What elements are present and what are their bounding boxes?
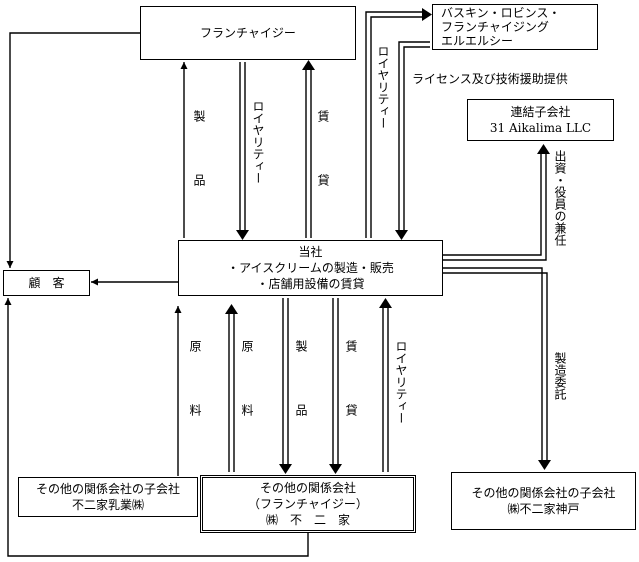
label-raw-material-1: 原 料 [188,340,202,436]
baskin-line-2: フランチャイジング [441,20,549,34]
franchisee-label: フランチャイジー [200,26,296,40]
edge-royalty-baskin-b [370,16,424,238]
company-line-1: 当社 [298,245,323,259]
company-line-3: ・店舗用設備の賃貸 [256,277,365,291]
consolidated-line-1: 連結子会社 [510,105,571,119]
arrowhead-lease-top [302,60,315,70]
arrowhead-manufacturing [538,460,551,470]
edge-investment-b [443,152,547,261]
fujiya-box: その他の関係会社 （フランチャイジー） ㈱ 不 二 家 [200,475,416,533]
label-royalty-top: ロイヤリティー [251,100,265,184]
company-box: 当社 ・アイスクリームの製造・販売 ・店舗用設備の賃貸 [178,240,443,296]
company-line-2: ・アイスクリームの製造・販売 [227,261,394,275]
label-raw-material-2: 原 料 [240,340,254,436]
label-manufacturing: 製造委託 [553,352,567,400]
fujiya-kobe-box: その他の関係会社の子会社 ㈱不二家神戸 [451,472,636,530]
fujiya-line-2: （フランチャイジー） [248,497,368,511]
edge-royalty-baskin-a [365,11,424,238]
baskin-robbins-box: バスキン・ロビンス・ フランチャイジング エルエルシー [432,4,598,50]
consolidated-line-2: 31 Aikalima LLC [489,121,592,135]
label-lease-bottom: 賃 貸 [344,340,358,436]
fujiya-line-1: その他の関係会社 [259,481,356,495]
edge-license-a [398,41,430,232]
arrowhead-royalty-baskin [422,8,432,21]
customer-box: 顧 客 [3,270,90,296]
arrowhead-license [395,230,408,240]
label-investment: 出資・役員の兼任 [553,150,567,246]
label-product-bottom: 製 品 [294,340,308,436]
label-royalty-bottom: ロイヤリティー [394,340,408,424]
fujiya-kobe-line-2: ㈱不二家神戸 [507,502,580,516]
label-product-top: 製 品 [192,110,206,206]
baskin-line-3: エルエルシー [441,34,514,48]
consolidated-subsidiary-box: 連結子会社 31 Aikalima LLC [467,99,614,141]
fujiya-kobe-line-1: その他の関係会社の子会社 [471,486,616,500]
arrowhead-investment [537,144,550,154]
label-license: ライセンス及び技術援助提供 [412,72,568,86]
edge-franchisee-to-customer [6,32,140,268]
arrowhead-lease-bottom [329,464,342,474]
fujiya-line-3: ㈱ 不 二 家 [265,513,350,527]
label-lease-top: 賃 貸 [316,110,330,206]
label-royalty-baskin: ロイヤリティー [376,45,390,129]
arrowhead-royalty-top [236,230,249,240]
fujiya-dairy-line-2: 不二家乳業㈱ [71,498,144,512]
franchisee-box: フランチャイジー [140,6,356,60]
edge-investment-a [443,152,542,256]
arrowhead-raw-material-2 [225,304,238,314]
fujiya-dairy-box: その他の関係会社の子会社 不二家乳業㈱ [18,477,198,517]
arrowhead-product-bottom [279,464,292,474]
edge-license-b [403,46,430,232]
edge-manufacturing-a [443,267,543,462]
baskin-line-1: バスキン・ロビンス・ [441,6,561,20]
arrowhead-royalty-bottom [379,298,392,308]
fujiya-dairy-line-1: その他の関係会社の子会社 [35,482,180,496]
customer-label: 顧 客 [28,276,65,290]
edge-manufacturing-b [443,272,548,462]
edge-fujiya-to-customer [4,298,309,557]
